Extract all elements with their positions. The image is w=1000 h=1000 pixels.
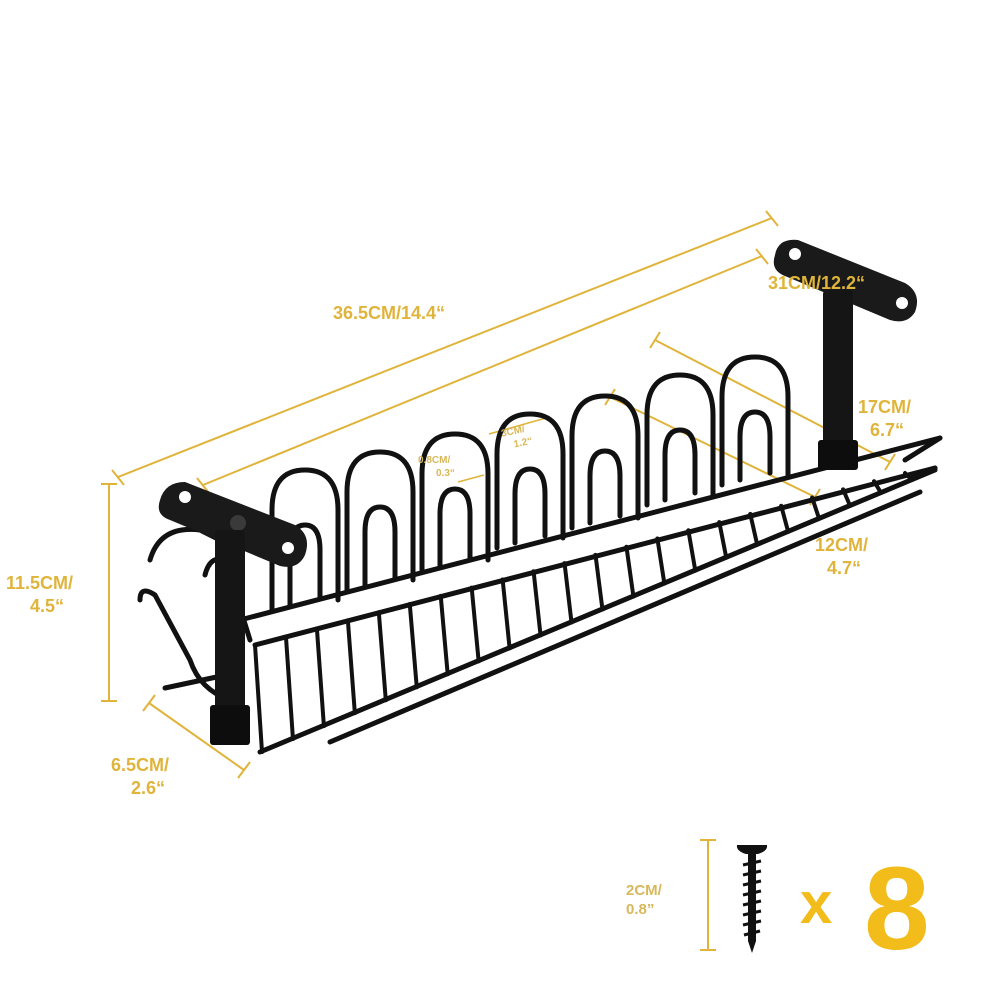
floor-wire	[407, 602, 419, 690]
left-bracket	[158, 482, 308, 745]
floor-wire	[345, 618, 357, 716]
hook-inner-loop	[362, 504, 398, 588]
label-wire-gap-line1: 0.8CM/	[418, 455, 451, 466]
floor-wire	[500, 577, 512, 651]
hook-inner-loop	[437, 486, 473, 568]
label-basket-depth-line1: 12CM/	[815, 535, 869, 555]
label-basket-length: 31CM/12.2“	[768, 273, 866, 293]
hook-loop	[419, 431, 491, 573]
floor-wire	[593, 552, 605, 612]
floor-wire	[686, 528, 698, 573]
hook-inner-loop	[512, 466, 548, 546]
floor-wire	[748, 511, 760, 547]
floor-wire	[872, 479, 884, 495]
floor-wire	[810, 495, 822, 521]
label-arm-length-line2: 6.7“	[870, 419, 905, 440]
label-height: 11.5CM/ 4.5“	[6, 572, 73, 617]
hook-loop	[344, 449, 416, 593]
label-height-line1: 11.5CM/	[6, 573, 74, 593]
label-arm-length: 17CM/ 6.7“	[858, 396, 911, 441]
floor-wire	[655, 536, 667, 586]
dim-line-total-length	[117, 217, 773, 478]
floor-wire	[562, 561, 574, 625]
screw-icon	[736, 845, 768, 953]
floor-wire	[624, 544, 636, 599]
label-wire-gap: 0.8CM/ 0.3“	[418, 454, 455, 480]
label-arm-length-line1: 17CM/	[858, 397, 912, 417]
label-height-line2: 4.5“	[30, 595, 65, 616]
hook-loop	[644, 372, 716, 508]
floor-wire	[376, 610, 388, 703]
dim-line-wire-gap	[457, 474, 485, 483]
wire-basket	[137, 354, 943, 755]
floor-wire	[531, 569, 543, 638]
floor-wire	[314, 626, 326, 729]
label-width: 6.5CM/ 2.6“	[111, 754, 169, 799]
screw-count: 8	[864, 843, 930, 975]
label-width-line2: 2.6“	[131, 777, 166, 798]
hook-loop	[569, 393, 641, 531]
dim-line-width	[148, 702, 245, 771]
floor-wire	[438, 593, 450, 677]
dim-line-basket-length	[202, 255, 763, 486]
floor-wire	[841, 487, 853, 508]
floor-wire	[779, 503, 791, 534]
hook-inner-loop	[737, 409, 773, 483]
label-screw-length-line2: 0.8”	[626, 900, 655, 918]
label-total-length: 36.5CM/14.4“	[333, 303, 446, 323]
screw-multiplier: x	[800, 871, 833, 936]
floor-wire	[253, 643, 264, 754]
hook-loop	[494, 411, 566, 551]
label-screw-length: 2CM/ 0.8”	[626, 882, 662, 920]
hook-loop	[269, 467, 341, 613]
label-wire-gap-line2: 0.3“	[436, 468, 455, 479]
hook-inner-loop	[587, 448, 623, 526]
label-width-line1: 6.5CM/	[111, 755, 170, 775]
floor-wire	[283, 634, 295, 742]
label-basket-depth: 12CM/ 4.7“	[815, 534, 868, 579]
label-screw-length-line1: 2CM/	[626, 882, 662, 899]
hook-loop	[719, 354, 791, 488]
floor-wire	[717, 520, 729, 560]
right-bracket	[773, 239, 918, 470]
floor-wire	[469, 585, 481, 664]
label-basket-depth-line2: 4.7“	[827, 557, 862, 578]
hook-inner-loop	[662, 427, 698, 503]
